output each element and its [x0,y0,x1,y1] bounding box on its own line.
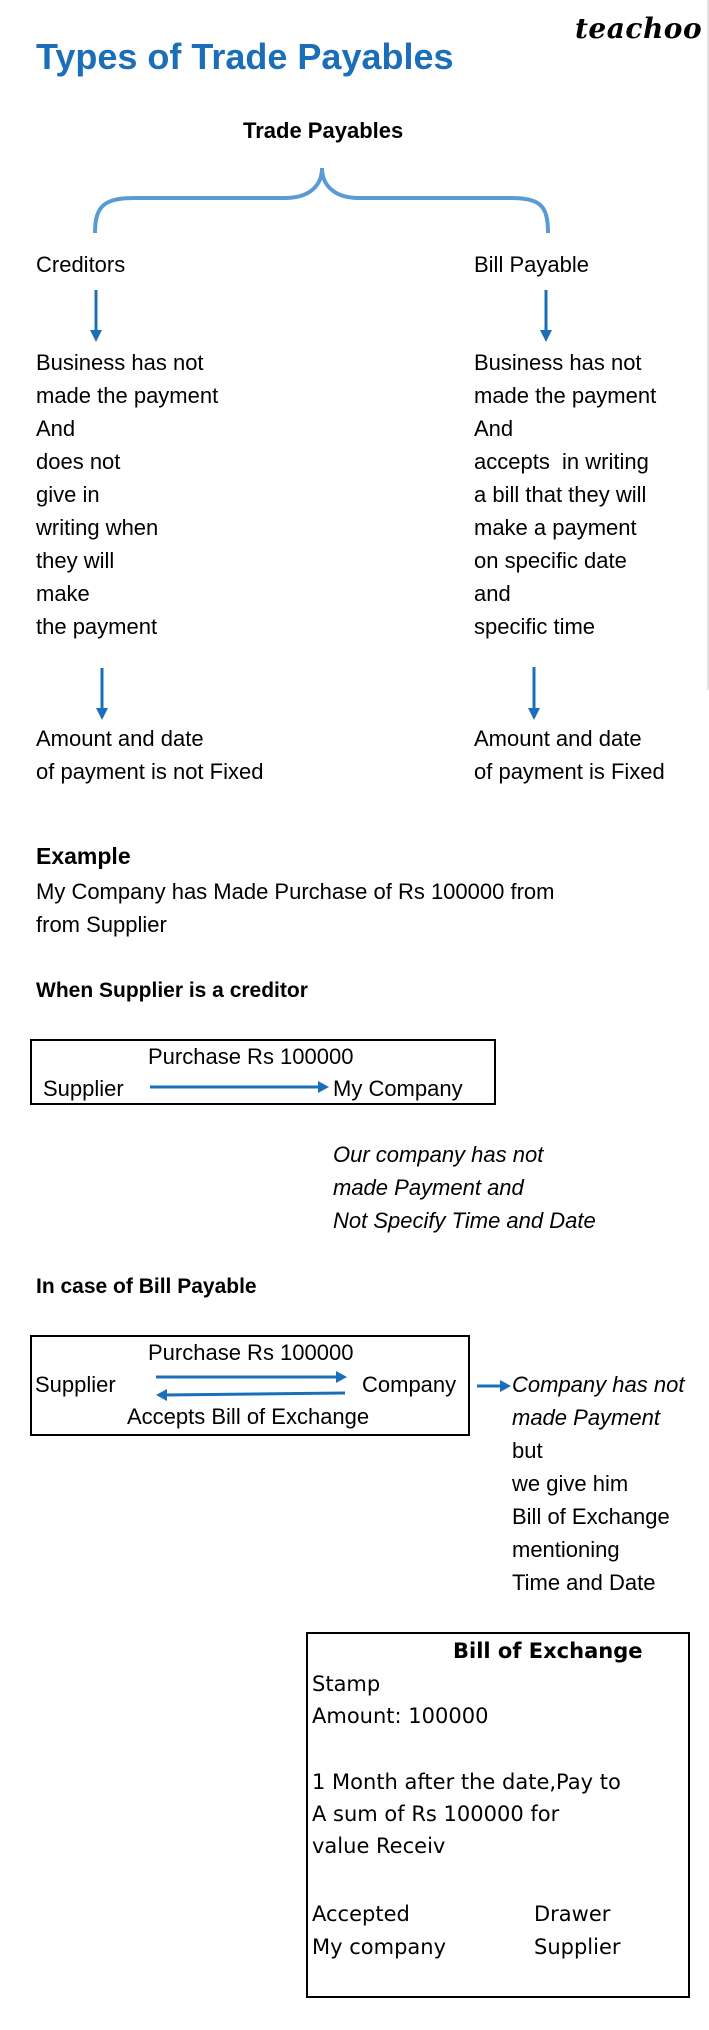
teachoo-logo: teachoo [575,12,703,45]
text-line: Time and Date [512,1570,656,1595]
amount-label: Amount: 100000 [312,1704,489,1728]
creditor-to: My Company [333,1076,463,1101]
text-line: and [474,581,511,606]
text-line: Our company has not [333,1142,544,1167]
text-line: a bill that they will [474,482,647,507]
text-line: accepts in writing [474,449,649,474]
bill-case-heading: In case of Bill Payable [36,1275,257,1298]
text-line: make a payment [474,515,637,540]
creditor-flow-box [30,1039,496,1105]
text-line: Company has not [512,1372,685,1397]
text-line: give in [36,482,100,507]
text-line: Amount and date [36,726,204,751]
text-line: of payment is not Fixed [36,759,264,784]
bill-flow-box [30,1335,470,1436]
spacer [312,1732,621,1766]
text-line: Amount and date [474,726,642,751]
text-line: does not [36,449,121,474]
acceptor-block: Accepted My company [312,1898,446,1964]
text-line: And [474,416,514,441]
text-line: mentioning [512,1537,620,1562]
bill-title: Bill of Exchange [453,1639,643,1663]
text-line: Business has not [474,350,642,375]
text-line: made the payment [36,383,219,408]
example-text: My Company has Made Purchase of Rs 10000… [36,875,554,941]
drawer-label: Drawer [534,1902,611,1926]
diagram-root-label: Trade Payables [243,118,404,143]
creditor-purchase-label: Purchase Rs 100000 [148,1044,354,1069]
text-line: the payment [36,614,158,639]
text-line: 1 Month after the date,Pay to [312,1770,621,1794]
page-edge [707,0,709,690]
text-line: from Supplier [36,912,167,937]
text-line: make [36,581,90,606]
example-heading: Example [36,843,131,869]
page-title: Types of Trade Payables [36,36,454,77]
creditors-description: Business has not made the payment And do… [36,346,218,643]
stamp-label: Stamp [312,1672,381,1696]
text-line: My Company has Made Purchase of Rs 10000… [36,879,555,904]
creditor-from: Supplier [43,1076,124,1101]
bill-payable-label: Bill Payable [474,252,589,277]
text-line: made Payment [512,1405,660,1430]
creditors-result: Amount and date of payment is not Fixed [36,722,263,788]
text-line: A sum of Rs 100000 for [312,1802,560,1826]
text-line: of payment is Fixed [474,759,665,784]
drawer-block: Drawer Supplier [534,1898,621,1964]
text-line: And [36,416,76,441]
text-line: value Receiv [312,1834,446,1858]
drawer-name: Supplier [534,1935,621,1959]
text-line: they will [36,548,115,573]
bill-return-label: Accepts Bill of Exchange [127,1404,370,1429]
bill-payable-description: Business has not made the payment And ac… [474,346,656,643]
bill-to: Company [362,1372,457,1397]
text-line: Not Specify Time and Date [333,1208,596,1233]
bill-payable-result: Amount and date of payment is Fixed [474,722,665,788]
accepted-label: Accepted [312,1902,410,1926]
text-line: Bill of Exchange [512,1504,670,1529]
bill-from: Supplier [35,1372,116,1397]
text-line: writing when [36,515,159,540]
text-line: on specific date [474,548,627,573]
creditor-note: Our company has not made Payment and Not… [333,1138,596,1237]
text-line: but [512,1438,543,1463]
text-line: made the payment [474,383,657,408]
creditor-case-heading: When Supplier is a creditor [36,979,308,1002]
bill-content: Stamp Amount: 100000 1 Month after the d… [312,1668,621,1862]
bill-purchase-label: Purchase Rs 100000 [148,1340,354,1365]
text-line: we give him [512,1471,629,1496]
accepted-by: My company [312,1935,447,1959]
text-line: made Payment and [333,1175,524,1200]
curly-brace-icon [93,167,550,234]
bill-note: Company has not made Payment but we give… [512,1368,684,1599]
text-line: Business has not [36,350,204,375]
text-line: specific time [474,614,596,639]
bill-of-exchange-box [306,1632,690,1998]
creditors-label: Creditors [36,252,126,277]
